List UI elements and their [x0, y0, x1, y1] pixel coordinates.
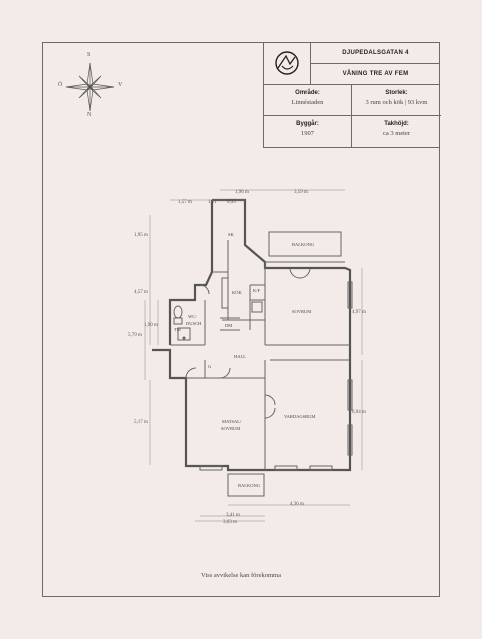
room-label-dm: DM	[225, 323, 232, 328]
compass-east: Ö	[58, 82, 63, 88]
size-cell: Storlek: 3 rum och kök | 93 kvm	[352, 85, 441, 116]
year-value: 1907	[301, 130, 314, 137]
title-block: DJUPEDALSGATAN 4 VÅNING TRE AV FEM Områd…	[263, 42, 441, 148]
compass-west: V	[118, 82, 123, 88]
room-label-dusch: DUSCH	[186, 321, 202, 326]
year-label: Byggår:	[296, 121, 319, 127]
room-label-vardagsrum: VARDAGSRUM	[284, 414, 315, 419]
dim-4-36: 4,36 m	[290, 502, 304, 507]
year-cell: Byggår: 1907	[264, 116, 352, 147]
ceiling-cell: Takhöjd: ca 3 meter	[352, 116, 441, 147]
room-label-matsal-sovrum: SOVRUM	[221, 426, 240, 431]
dim-5-79: 5,79 m	[128, 333, 142, 338]
ceiling-value: ca 3 meter	[382, 130, 411, 137]
dim-1-96: 1,96 m	[235, 190, 249, 195]
dim-1-90: 1,90 m	[144, 323, 158, 328]
room-label-kf: K/F	[253, 288, 261, 293]
dim-1-95: 1,95 m	[134, 233, 148, 238]
outer-wall	[152, 198, 352, 472]
area-cell: Område: Linnéstaden	[264, 85, 352, 116]
compass-rose: S N Ö V	[52, 52, 132, 122]
dim-4-57: 4,57 m	[134, 290, 148, 295]
logo	[264, 42, 311, 85]
dim-1-21: 1,21	[208, 200, 217, 205]
room-label-kok: KÖK	[232, 290, 242, 295]
room-label-sovrum: SOVRUM	[292, 309, 311, 314]
area-label: Område:	[295, 90, 320, 96]
size-label: Storlek:	[385, 90, 408, 96]
floor-title: VÅNING TRE AV FEM	[311, 64, 440, 85]
room-label-tm: TM	[174, 327, 181, 332]
dim-4-97: 4,97 m	[352, 310, 366, 315]
room-label-balkong-bottom: BALKONG	[238, 483, 261, 488]
size-value: 3 rum och kök | 93 kvm	[365, 99, 428, 106]
compass-north: N	[87, 112, 92, 118]
dim-6-94: 6,94 m	[352, 410, 366, 415]
dim-1-57: 1,57 m	[178, 200, 192, 205]
room-label-wc: WC/	[188, 314, 197, 319]
ceiling-label: Takhöjd:	[384, 121, 409, 127]
dim-3-63: 3,63 m	[223, 520, 237, 525]
drawing-frame	[42, 42, 440, 597]
room-label-balkong-top: BALKONG	[292, 242, 315, 247]
disclaimer-text: Viss avvikelse kan förekomma	[201, 572, 281, 579]
compass-south: S	[87, 52, 91, 58]
room-label-sk: SK	[228, 232, 235, 237]
dim-0-93: 0,93	[227, 200, 236, 205]
compass-icon	[65, 62, 115, 112]
room-label-hall: HALL	[234, 354, 246, 359]
room-label-matsal: MATSAL/	[222, 419, 242, 424]
dim-3-41: 3,41 m	[226, 513, 240, 518]
dim-5-17: 5,17 m	[134, 420, 148, 425]
logo-icon	[275, 51, 299, 75]
address-title: DJUPEDALSGATAN 4	[311, 42, 440, 64]
dim-3-59: 3,59 m	[294, 190, 308, 195]
room-label-g: G	[208, 364, 212, 369]
area-value: Linnéstaden	[291, 99, 324, 106]
